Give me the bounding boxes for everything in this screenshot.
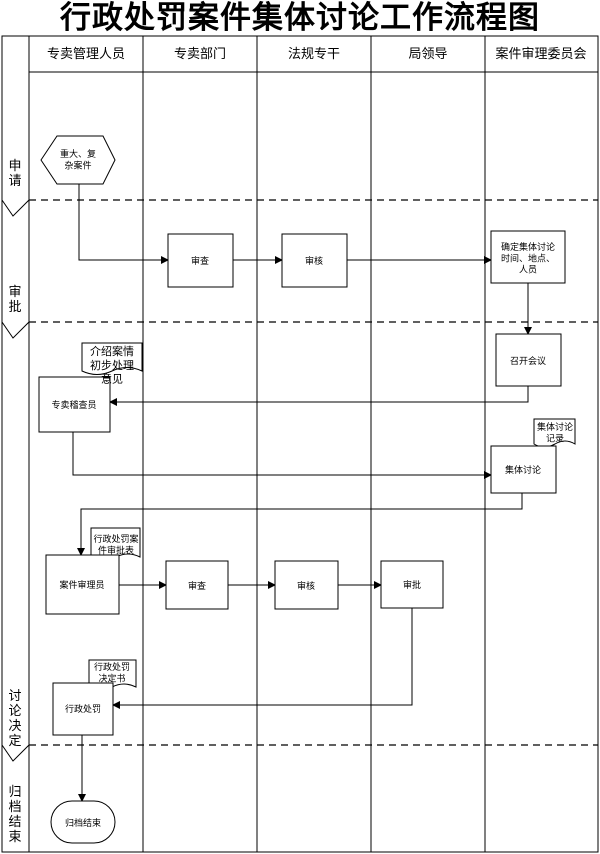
check-box	[281, 233, 348, 288]
arrow	[109, 386, 529, 406]
node-label: 集体讨论	[505, 464, 541, 476]
node-label: 集体讨论记录	[537, 421, 573, 444]
page-title: 行政处罚案件集体讨论工作流程图	[60, 0, 540, 36]
review-box	[167, 233, 234, 288]
lane-header: 法规专干	[288, 47, 340, 62]
discussion-box	[490, 445, 557, 494]
node-labels: 重大、复杂案件 审查 审核 确定集体讨论时间、地点、人员 召开会议 介绍案情初步…	[51, 148, 573, 829]
arrow	[72, 432, 492, 479]
node-label: 行政处罚决定书	[94, 661, 130, 684]
phase-label: 讨论决定	[8, 689, 21, 749]
case-reviewer-box	[45, 554, 120, 615]
meeting-box	[495, 333, 562, 387]
approve-box	[380, 560, 444, 609]
review-box	[165, 560, 229, 610]
lane-header: 案件审理委员会	[495, 47, 586, 62]
node-label: 审查	[191, 255, 209, 267]
lane-header: 专卖部门	[174, 47, 226, 62]
lane-header: 局领导	[408, 47, 447, 62]
connectors	[72, 184, 532, 802]
penalty-box	[52, 682, 114, 736]
inspector-box	[38, 376, 111, 433]
end-terminator	[50, 800, 116, 844]
swimlane-frame	[1, 35, 599, 853]
arrow	[112, 608, 413, 709]
phase-label: 申请	[8, 159, 21, 189]
node-label: 召开会议	[510, 355, 546, 367]
node-label: 审查	[188, 580, 206, 592]
committee-confirm-box	[490, 230, 566, 284]
lane-header: 专卖管理人员	[47, 47, 125, 62]
node-label: 重大、复杂案件	[60, 148, 96, 171]
lane-headers: 专卖管理人员 专卖部门 法规专干 局领导 案件审理委员会	[47, 47, 587, 62]
node-label: 专卖稽查员	[51, 399, 96, 411]
node-label: 审核	[305, 255, 323, 267]
start-hexagon	[40, 135, 116, 185]
phase-label: 审批	[8, 285, 21, 315]
check-box	[274, 560, 339, 610]
node-label: 行政处罚	[65, 703, 101, 715]
arrow	[78, 184, 169, 264]
node-label: 审批	[403, 579, 421, 591]
phase-labels: 申请 审批 讨论决定 归档结束	[8, 159, 21, 845]
arrow	[77, 491, 523, 556]
node-label: 行政处罚案件审批表	[93, 533, 138, 556]
node-label: 介绍案情初步处理意见	[90, 344, 134, 386]
node-label: 确定集体讨论时间、地点、人员	[501, 241, 555, 276]
phase-label: 归档结束	[8, 785, 21, 845]
shapes	[38, 135, 576, 844]
node-label: 审核	[297, 580, 315, 592]
node-label: 归档结束	[65, 817, 101, 829]
phase-dividers	[1, 199, 598, 762]
document-shape	[81, 342, 143, 375]
node-label: 案件审理员	[59, 579, 104, 591]
